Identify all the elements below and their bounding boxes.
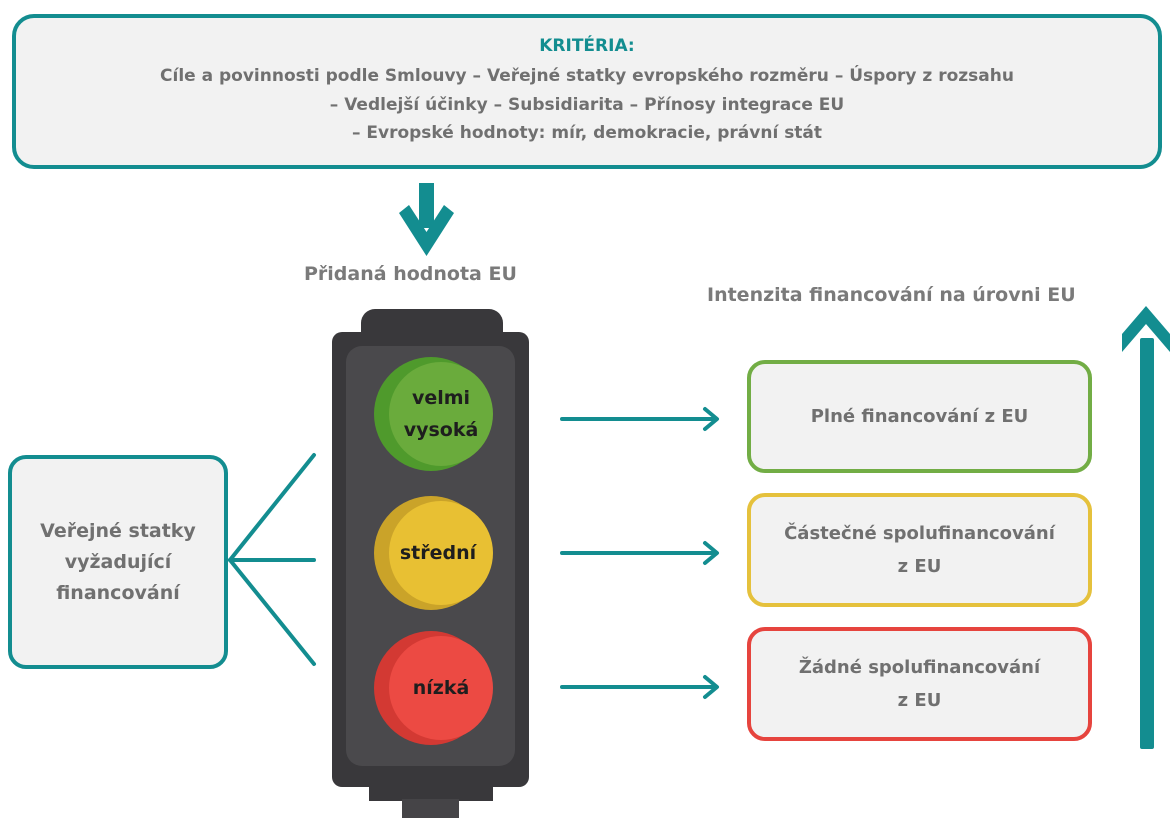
- light-label-medium: střední: [378, 503, 498, 603]
- criteria-line: – Vedlejší účinky – Subsidiarita – Příno…: [329, 95, 845, 115]
- criteria-title: KRITÉRIA:: [539, 36, 635, 56]
- fan-connector-lines: [228, 453, 316, 666]
- light-label-very-high: velmi vysoká: [384, 364, 498, 464]
- light-very-high: [374, 357, 493, 471]
- public-goods-line: financování: [56, 581, 180, 604]
- up-arrow-icon: [1122, 306, 1170, 749]
- right-arrow-icon: [560, 675, 719, 699]
- added-value-label: Přidaná hodnota EU: [304, 263, 517, 285]
- intensity-label: Intenzita financování na úrovni EU: [707, 284, 1076, 306]
- traffic-light-base: [369, 783, 493, 801]
- light-label-low: nízká: [384, 638, 498, 738]
- light-low: [374, 631, 493, 745]
- criteria-line: Cíle a povinnosti podle Smlouvy – Veřejn…: [160, 66, 1014, 86]
- outcome-no-cofunding: Žádné spolufinancování z EU: [747, 627, 1092, 741]
- criteria-box: KRITÉRIA: Cíle a povinnosti podle Smlouv…: [12, 14, 1162, 169]
- criteria-line: – Evropské hodnoty: mír, demokracie, prá…: [351, 123, 823, 143]
- light-medium: [374, 496, 493, 610]
- down-arrow-icon: [399, 183, 454, 256]
- public-goods-box: Veřejné statky vyžadující financování: [8, 455, 228, 669]
- right-arrow-icon: [560, 541, 719, 565]
- outcome-partial-cofunding: Částečné spolufinancování z EU: [747, 493, 1092, 607]
- traffic-light: [332, 309, 529, 818]
- right-arrow-icon: [560, 407, 719, 431]
- light-label-line: velmi: [411, 387, 471, 409]
- outcome-line: Plné financování z EU: [810, 406, 1029, 427]
- outcome-full-funding: Plné financování z EU: [747, 360, 1092, 473]
- outcome-line: Žádné spolufinancování: [798, 657, 1041, 678]
- light-label-line: nízká: [412, 677, 470, 699]
- public-goods-line: vyžadující: [64, 550, 172, 573]
- outcome-line: z EU: [897, 556, 942, 577]
- light-label-line: střední: [399, 542, 477, 564]
- outcome-line: Částečné spolufinancování: [784, 523, 1055, 544]
- public-goods-line: Veřejné statky: [40, 519, 196, 542]
- outcome-line: z EU: [897, 690, 942, 711]
- light-label-line: vysoká: [403, 419, 479, 441]
- traffic-light-pole: [402, 799, 459, 818]
